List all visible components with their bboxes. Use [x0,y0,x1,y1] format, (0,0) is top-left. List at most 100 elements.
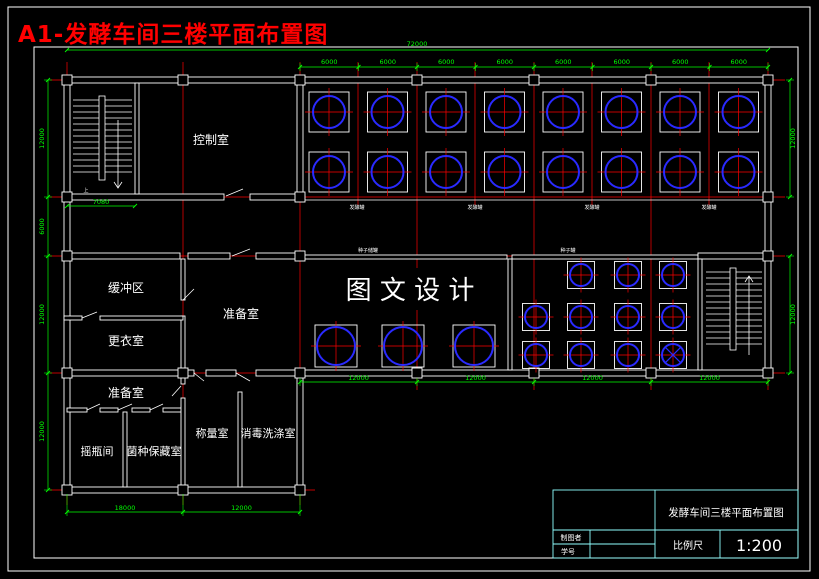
door-swing [81,311,98,319]
wall [180,397,186,488]
dimension-label: 12000 [348,374,369,382]
outer-frame [7,6,811,572]
dimension-tick [132,203,138,209]
dimension-label: 6000 [379,58,396,66]
stair-up-label: 上 [83,187,88,194]
title-block-scale-label: 比例尺 [673,539,703,552]
title-block [552,489,799,559]
fermenter-tank [604,95,639,129]
stairs [73,95,762,355]
fermenter-tank [316,326,356,366]
column [294,250,306,262]
walls [61,74,774,496]
inner-frame [33,46,799,559]
fermenter-tank [663,155,697,189]
dimension-label: 6000 [555,58,572,66]
wall [697,252,772,260]
column [177,367,189,379]
column [411,367,423,379]
wall [66,407,88,413]
column [528,367,540,379]
fermenter-tank [487,95,522,129]
dimension-label: 12000 [38,128,46,149]
wall [180,315,186,371]
dimension-label: 7080 [93,198,110,206]
seed-tank [524,305,548,329]
door-swing [182,288,195,301]
fermenter-tank [604,155,639,189]
watermark-backdrop [318,268,504,310]
wall [63,315,83,321]
wall [205,369,237,377]
dimension-tick [765,47,771,53]
wall [511,254,699,260]
seed-tank [616,343,640,367]
wall [63,193,225,201]
room-label-strain-storage: 菌种保藏室 [127,444,182,458]
seed-tank-cross [664,346,682,364]
dimension-label: 72000 [407,40,428,48]
column [762,367,774,379]
seed-tank [616,263,640,287]
title-block-scale-value: 1:200 [736,536,782,555]
fermenter-tank [429,95,463,129]
dimension-tick [64,47,70,53]
seed-tank [569,263,593,287]
wall [180,258,186,301]
column [294,367,306,379]
door-swing [86,403,101,411]
wall [237,391,243,488]
seed-tank [661,263,685,287]
fermenter-label: 发酵罐 [349,204,364,211]
dimension-label: 12000 [38,421,46,442]
door-swing [231,248,251,257]
column [411,74,423,86]
wall [296,369,304,494]
column [294,191,306,203]
title-block-drafter-label: 制图者 [561,533,582,542]
dimension-label: 6000 [496,58,513,66]
fermenter-tank [370,155,405,189]
fermenter-tank [429,155,463,189]
watermark-text: 图 文 设 计 [346,276,475,306]
title-block-frame [552,489,799,559]
door-swing [117,403,133,411]
dimension-label: 12000 [582,374,603,382]
dimension-label: 6000 [38,218,46,235]
stair-handrail [98,95,106,181]
dimension-label: 12000 [231,504,252,512]
door-swing [171,385,182,397]
column [762,250,774,262]
fermenter-tank [454,326,494,366]
door-swing [235,372,251,382]
fermenter-tank [370,95,405,129]
room-label-weighing: 称量室 [196,426,229,440]
column [762,191,774,203]
fermenter-label: 发酵罐 [584,204,599,211]
column [177,484,189,496]
seed-tank [661,305,685,329]
wall [296,76,304,201]
fermenter-tank [312,155,346,189]
column [177,74,189,86]
door-swing [225,188,244,197]
title-block-drawing-name: 发酵车间三楼平面布置图 [668,506,784,519]
wall [63,369,195,377]
fermenter-label: 发酵罐 [701,204,716,211]
dimension-label: 12000 [789,128,797,149]
column [61,484,73,496]
dimension-label: 6000 [321,58,338,66]
stair-handrail [729,267,737,351]
wall [99,315,184,321]
stair-arrow-head [113,181,123,189]
wall [63,252,181,260]
dimension-label: 6000 [730,58,747,66]
wall [122,411,128,488]
room-label-shake-flask: 摇瓶间 [81,444,114,458]
fermenter-tank [383,326,423,366]
column [645,367,657,379]
wall [302,254,508,260]
title-block-student-no-label: 学号 [561,547,575,556]
dimension-label: 6000 [613,58,630,66]
